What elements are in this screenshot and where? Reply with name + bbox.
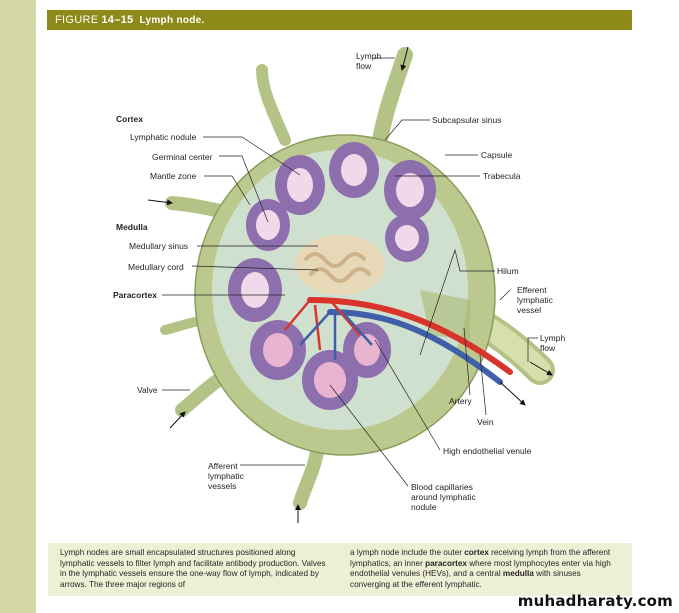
caption-column-2: a lymph node include the outer cortex re… bbox=[350, 548, 620, 591]
nodule bbox=[343, 322, 391, 378]
leader-lymphatic-nodule bbox=[203, 136, 301, 176]
caption-text-1: Lymph nodes are small encapsulated struc… bbox=[60, 548, 326, 589]
label-valve: Valve bbox=[137, 385, 158, 395]
figure-title: Lymph node. bbox=[139, 14, 205, 26]
site-watermark: muhadharaty.com bbox=[517, 592, 673, 610]
label-blood-capillaries: Blood capillaries around lymphatic nodul… bbox=[411, 482, 476, 512]
caption-text-2a: a lymph node include the outer bbox=[350, 548, 465, 557]
afferent-vessel-topleft bbox=[256, 64, 291, 146]
nodule bbox=[385, 214, 429, 262]
figure-prefix: FIGURE bbox=[55, 14, 99, 26]
label-high-endothelial-venule: High endothelial venule bbox=[443, 446, 532, 456]
label-mantle-zone: Mantle zone bbox=[150, 171, 197, 181]
label-artery: Artery bbox=[449, 396, 472, 406]
leader-hev bbox=[374, 339, 441, 451]
label-subcapsular-sinus: Subcapsular sinus bbox=[432, 115, 502, 125]
label-hilum: Hilum bbox=[497, 266, 519, 276]
figure-number: 14–15 bbox=[101, 14, 134, 26]
arrow-left bbox=[147, 199, 173, 206]
label-trabecula: Trabecula bbox=[483, 171, 521, 181]
afferent-vessel-top bbox=[370, 47, 413, 158]
leader-germinal-center bbox=[219, 155, 269, 223]
leader-medullary-cord bbox=[191, 265, 319, 271]
caption-text-2d: with sinuses converging at the efferent … bbox=[350, 569, 581, 589]
label-lymph-flow-right: Lymph flow bbox=[540, 333, 566, 353]
label-lymph-flow-top: Lymph flow bbox=[356, 51, 382, 71]
caption-text-2c: where most lymphocytes enter via high en… bbox=[350, 558, 611, 579]
afferent-vessel-bottom bbox=[293, 438, 325, 510]
medullary-cords bbox=[303, 252, 372, 283]
arrow-top bbox=[400, 46, 409, 71]
caption-term-paracortex: paracortex bbox=[425, 558, 467, 568]
label-paracortex: Paracortex bbox=[113, 290, 157, 300]
label-medullary-cord: Medullary cord bbox=[128, 262, 184, 272]
label-afferent-vessels: Afferent lymphatic vessels bbox=[208, 461, 244, 491]
nodule bbox=[329, 142, 379, 198]
nodule bbox=[384, 160, 436, 220]
caption-term-medulla: medulla bbox=[502, 569, 534, 579]
caption-term-cortex: cortex bbox=[464, 548, 489, 557]
caption-column-1: Lymph nodes are small encapsulated struc… bbox=[60, 548, 330, 591]
label-medulla: Medulla bbox=[116, 222, 148, 232]
caption-text-2b: receiving lymph from the afferent lympha… bbox=[350, 548, 611, 568]
left-margin-band bbox=[0, 0, 36, 613]
leader-blood-capillaries bbox=[329, 384, 409, 487]
vein bbox=[327, 309, 503, 385]
label-capsule: Capsule bbox=[481, 150, 513, 160]
cortex-nodules bbox=[228, 142, 436, 410]
arrow-lowerleft bbox=[169, 411, 186, 429]
nodule bbox=[246, 199, 290, 251]
figure-caption: Lymph nodes are small encapsulated struc… bbox=[48, 543, 632, 596]
leader-vein bbox=[479, 354, 487, 416]
leader-artery bbox=[463, 327, 471, 396]
vein-branches bbox=[299, 311, 373, 360]
nodule bbox=[275, 155, 325, 215]
leader-subcapsular-sinus bbox=[384, 119, 430, 141]
leader-mantle-zone bbox=[204, 175, 251, 206]
nodule bbox=[228, 258, 282, 322]
leader-hilum bbox=[419, 248, 495, 356]
nodule bbox=[250, 320, 306, 380]
arrow-efferent bbox=[529, 361, 553, 376]
figure-header: FIGURE 14–15 Lymph node. bbox=[47, 10, 632, 30]
label-lymphatic-nodule: Lymphatic nodule bbox=[130, 132, 197, 142]
nodule bbox=[302, 350, 358, 410]
label-cortex: Cortex bbox=[116, 114, 143, 124]
flow-arrows bbox=[147, 46, 553, 523]
artery bbox=[307, 297, 513, 375]
label-efferent-vessel: Efferent lymphatic vessel bbox=[517, 285, 553, 315]
label-germinal-center: Germinal center bbox=[152, 152, 213, 162]
leader-efferent bbox=[499, 289, 511, 301]
label-vein: Vein bbox=[477, 417, 494, 427]
leader-lines bbox=[162, 57, 538, 487]
arrow-vein-out bbox=[499, 381, 526, 406]
leader-lymph-flow-right bbox=[527, 337, 538, 362]
label-medullary-sinus: Medullary sinus bbox=[129, 241, 189, 251]
